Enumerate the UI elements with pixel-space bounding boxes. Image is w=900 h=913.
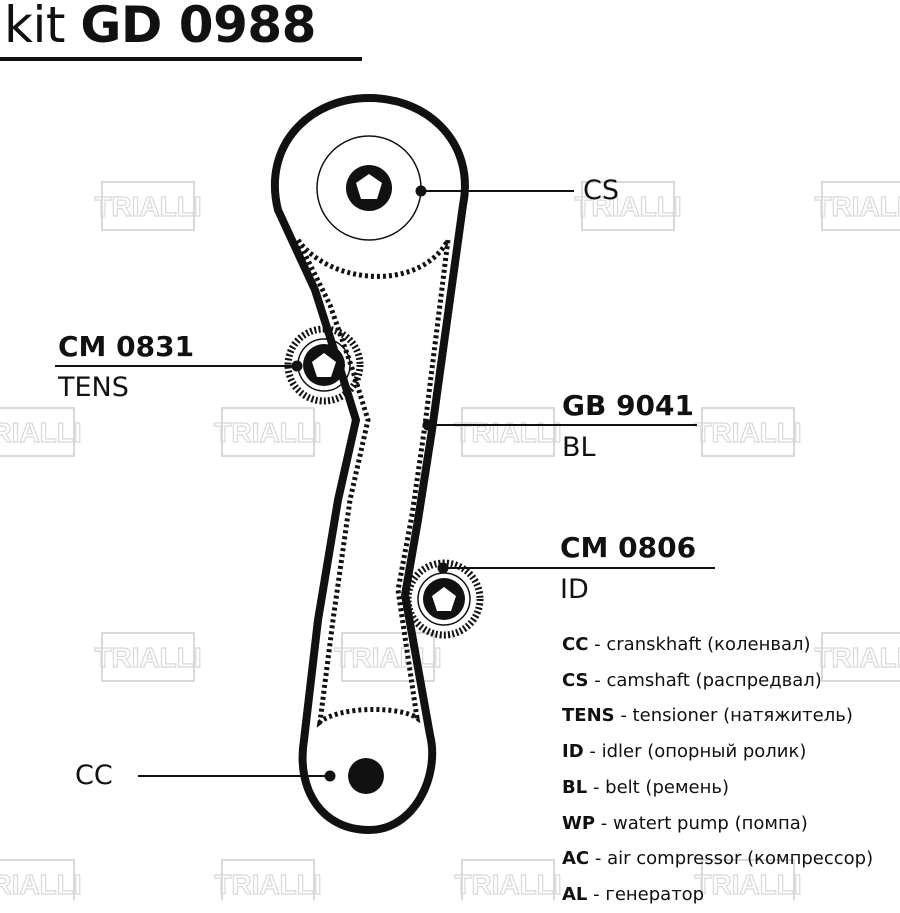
tensioner-pulley [284, 325, 364, 405]
svg-text:TRIALLI: TRIALLI [214, 417, 321, 448]
kit-title-code: GD 0988 [80, 0, 316, 54]
label-cc: CC [75, 760, 113, 791]
watermark-logo: TRIALLI [454, 407, 562, 457]
label-idler: ID [560, 574, 589, 605]
watermark-logo: TRIALLI [694, 859, 802, 900]
svg-text:TRIALLI: TRIALLI [694, 417, 801, 448]
watermark-logo: TRIALLI [814, 632, 900, 682]
legend-item: BL - belt (ремень) [562, 776, 730, 798]
svg-text:TRIALLI: TRIALLI [0, 869, 82, 900]
crankshaft-pulley [348, 758, 384, 794]
legend-item: AL - генератор [562, 883, 705, 905]
watermark-logo: TRIALLI [574, 181, 682, 231]
watermark-logo: TRIALLI [694, 407, 802, 457]
svg-text:TRIALLI: TRIALLI [0, 417, 82, 448]
legend-item: ID - idler (опорный ролик) [562, 741, 807, 763]
svg-text:TRIALLI: TRIALLI [814, 191, 900, 222]
legend-item: CC - cranskhaft (коленвал) [562, 634, 811, 655]
legend-item: WP - watert pump (помпа) [562, 812, 808, 834]
svg-text:TRIALLI: TRIALLI [454, 417, 561, 448]
leader-lines [55, 185, 715, 782]
svg-text:TRIALLI: TRIALLI [694, 869, 801, 900]
abbreviation-legend: CC - cranskhaft (коленвал) CS - camshaft… [562, 627, 873, 913]
title-underline [0, 57, 362, 61]
svg-text:TRIALLI: TRIALLI [454, 869, 561, 900]
watermark-logo: TRIALLI [814, 181, 900, 231]
watermark-logo: TRIALLI [0, 407, 82, 457]
watermark-logo: TRIALLI [94, 181, 202, 231]
watermark-logo: TRIALLI [214, 407, 322, 457]
label-idler-part: CM 0806 [560, 531, 697, 564]
watermark-layer: TRIALLI TRIALLI TRIALLI TRIALLI TRIALLI TRIAL… [0, 181, 900, 900]
kit-title-prefix: kit [4, 0, 65, 54]
watermark-logo: TRIALLI [334, 632, 442, 682]
svg-text:TRIALLI: TRIALLI [814, 642, 900, 673]
label-belt-part: GB 9041 [562, 389, 695, 422]
watermark-logo: TRIALLI [94, 632, 202, 682]
belt-inner-teeth [295, 238, 451, 728]
idler-pulley [404, 559, 484, 639]
legend-item: TENS - tensioner (натяжитель) [562, 705, 853, 727]
watermark-logo: TRIALLI [0, 859, 82, 900]
kit-title: kit GD 0988 [4, 0, 316, 58]
label-cs: CS [583, 175, 619, 206]
watermark-logo: TRIALLI [454, 859, 562, 900]
svg-text:TRIALLI: TRIALLI [94, 191, 201, 222]
camshaft-pulley [316, 135, 422, 241]
svg-text:TRIALLI: TRIALLI [94, 642, 201, 673]
label-belt: BL [562, 432, 596, 463]
watermark-logo: TRIALLI [214, 859, 322, 900]
belt-outer-path [270, 94, 469, 834]
legend-item: CS - camshaft (распредвал) [562, 669, 822, 691]
svg-text:TRIALLI: TRIALLI [214, 869, 321, 900]
svg-text:TRIALLI: TRIALLI [334, 642, 441, 673]
svg-text:TRIALLI: TRIALLI [574, 191, 681, 222]
label-tensioner-part: CM 0831 [58, 330, 195, 363]
label-tensioner: TENS [58, 372, 129, 403]
legend-item: AC - air compressor (компрессор) [562, 848, 874, 870]
